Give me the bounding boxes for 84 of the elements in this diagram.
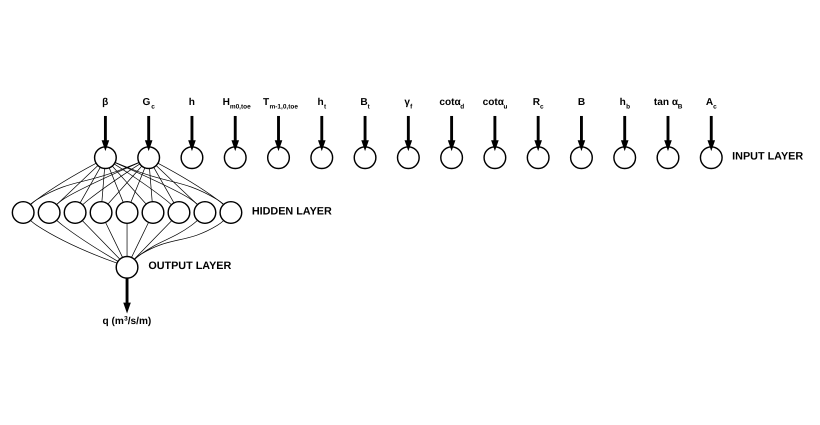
connector xyxy=(126,223,127,257)
arrow xyxy=(490,116,498,152)
arrow xyxy=(188,116,196,152)
node-text: β xyxy=(102,96,108,108)
connector xyxy=(130,222,148,258)
node-circle xyxy=(166,200,190,224)
node-circle xyxy=(93,146,116,170)
connector xyxy=(134,220,172,260)
arrow xyxy=(230,116,239,152)
node-text: h xyxy=(188,96,194,108)
connector xyxy=(56,220,118,262)
connector xyxy=(114,162,224,205)
arrow xyxy=(274,116,282,152)
node-text: γ$_{f}$ xyxy=(404,96,412,110)
node-circle xyxy=(440,146,463,170)
node-text: tan α$_{B}$ xyxy=(653,96,682,110)
connector xyxy=(30,162,139,205)
node-circle xyxy=(223,146,246,170)
node-circle xyxy=(310,146,333,170)
node-circle xyxy=(612,146,636,170)
node-text: cotα$_{u}$ xyxy=(482,96,508,110)
connector xyxy=(30,162,96,205)
node-circle xyxy=(115,256,138,279)
arrow xyxy=(664,116,672,152)
node-circle xyxy=(140,200,164,224)
connector xyxy=(130,168,145,203)
arrow xyxy=(122,278,130,314)
connector xyxy=(56,162,139,205)
connector xyxy=(108,168,124,203)
node-circle xyxy=(656,146,680,170)
arrow xyxy=(706,116,715,152)
connector xyxy=(114,162,198,205)
connector xyxy=(104,222,122,258)
node-circle xyxy=(569,146,592,170)
node-circle xyxy=(115,200,138,224)
node-circle xyxy=(11,200,34,224)
connector xyxy=(114,164,172,205)
node-text: h$_{b}$ xyxy=(619,96,630,110)
node-circle xyxy=(353,146,376,170)
node-circle xyxy=(482,146,506,170)
arrow xyxy=(577,116,585,152)
node-circle xyxy=(37,200,60,224)
connector xyxy=(30,220,117,264)
arrow xyxy=(317,116,326,152)
arrow xyxy=(101,116,109,152)
connector xyxy=(148,168,152,202)
node-circle xyxy=(396,146,420,170)
arrow xyxy=(534,116,542,152)
node-text: q (m$^{3}$/s/m) xyxy=(102,316,151,328)
node-circle xyxy=(136,146,160,170)
connector xyxy=(155,165,198,205)
label: OUTPUT LAYER xyxy=(148,260,231,272)
node-circle xyxy=(266,146,290,170)
node-circle xyxy=(699,146,722,170)
node-circle xyxy=(192,200,216,224)
node-text: G$_{c}$ xyxy=(142,96,154,110)
arrow xyxy=(360,116,368,152)
node-circle xyxy=(218,200,242,224)
node-text: R$_{c}$ xyxy=(532,96,544,110)
node-circle xyxy=(526,146,550,170)
arrow xyxy=(144,116,152,152)
connector xyxy=(134,220,198,260)
node-text: B$_{t}$ xyxy=(360,96,370,110)
label: INPUT LAYER xyxy=(732,150,803,162)
label: HIDDEN LAYER xyxy=(251,205,332,218)
node-text: A$_{c}$ xyxy=(705,96,716,110)
connector xyxy=(79,167,100,204)
node-text: H$_{m0,toe}$ xyxy=(222,96,250,110)
node-circle xyxy=(89,200,112,224)
connector xyxy=(157,162,224,205)
node-text: h$_{t}$ xyxy=(316,96,326,110)
node-text: cotα$_{d}$ xyxy=(438,96,464,110)
connector xyxy=(82,164,140,205)
node-circle xyxy=(180,146,203,170)
arrow xyxy=(620,116,628,152)
connector xyxy=(81,220,120,260)
arrow xyxy=(447,116,455,152)
node-circle xyxy=(63,200,86,224)
arrow xyxy=(404,116,412,152)
node-text: T$_{m-1,0,toe}$ xyxy=(262,96,298,110)
connector xyxy=(134,220,224,260)
connector xyxy=(152,167,174,204)
connector xyxy=(101,168,104,202)
node-text: B xyxy=(577,96,585,108)
